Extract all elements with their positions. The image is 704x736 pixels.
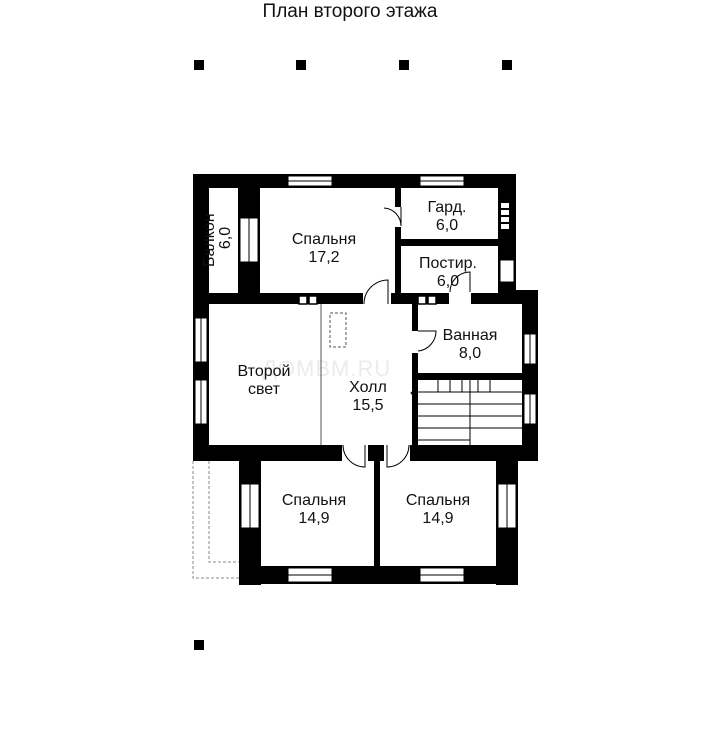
wall bbox=[522, 290, 538, 461]
wardrobe-name: Гард. bbox=[428, 199, 467, 216]
bathroom-name: Ванная bbox=[443, 327, 498, 344]
marker bbox=[502, 60, 512, 70]
hall-area: 15,5 bbox=[352, 397, 383, 414]
stair-arrow bbox=[410, 387, 417, 399]
second-light-name-1: Второй bbox=[238, 363, 291, 380]
window-lines bbox=[200, 180, 531, 576]
second-light-name-2: свет bbox=[248, 381, 281, 398]
marker bbox=[296, 60, 306, 70]
door-swing bbox=[386, 444, 410, 468]
bedroom-left-name: Спальня bbox=[282, 492, 346, 509]
bathroom-area: 8,0 bbox=[459, 345, 481, 362]
duct bbox=[298, 295, 308, 305]
door-gap bbox=[411, 331, 420, 353]
door-swing bbox=[363, 279, 389, 305]
plan-title: План второго этажа bbox=[262, 1, 438, 22]
ducts bbox=[298, 295, 437, 305]
window bbox=[499, 259, 515, 283]
terrace-edge bbox=[192, 461, 239, 579]
wall bbox=[412, 352, 418, 380]
wall bbox=[412, 373, 524, 380]
stairs bbox=[410, 380, 522, 445]
duct bbox=[417, 295, 427, 305]
wall bbox=[388, 293, 500, 304]
door-gap bbox=[342, 444, 368, 462]
shelf-slot bbox=[501, 203, 509, 208]
door-gap bbox=[449, 291, 471, 305]
door-swing bbox=[383, 207, 402, 227]
room-labels: Балкон 6,0 Спальня 17,2 Гард. 6,0 Постир… bbox=[201, 199, 497, 527]
shelf-slot bbox=[501, 217, 509, 222]
door-gap bbox=[384, 444, 410, 462]
watermark: ДОМВМ.RU bbox=[262, 356, 391, 381]
wall bbox=[395, 246, 401, 298]
shelf-slot bbox=[501, 224, 509, 229]
hall-name: Холл bbox=[349, 379, 387, 396]
wall bbox=[369, 445, 385, 457]
door-gap bbox=[363, 292, 391, 306]
wall bbox=[412, 380, 418, 447]
laundry-area: 6,0 bbox=[437, 273, 459, 290]
marker bbox=[399, 60, 409, 70]
marker bbox=[194, 640, 204, 650]
bedroom-left-area: 14,9 bbox=[298, 510, 329, 527]
balcony-label: Балкон 6,0 bbox=[201, 209, 234, 267]
bedroom-right-name: Спальня bbox=[406, 492, 470, 509]
wardrobe-unit bbox=[498, 200, 512, 232]
skylight bbox=[329, 312, 347, 348]
laundry-name: Постир. bbox=[419, 255, 477, 272]
wall bbox=[412, 304, 418, 332]
bedroom-right-area: 14,9 bbox=[422, 510, 453, 527]
doors bbox=[342, 207, 471, 468]
terrace-edge bbox=[208, 461, 239, 563]
bedroom-top-name: Спальня bbox=[292, 231, 356, 248]
door-swing bbox=[449, 271, 471, 293]
bedroom-top-area: 17,2 bbox=[308, 249, 339, 266]
shelf-slot bbox=[501, 210, 509, 215]
interior-walls bbox=[209, 174, 524, 567]
wall bbox=[239, 566, 518, 584]
wardrobe-area: 6,0 bbox=[436, 217, 458, 234]
balcony-name: Балкон bbox=[201, 213, 218, 267]
wall bbox=[209, 293, 369, 304]
wall bbox=[395, 188, 401, 208]
terrace-outline bbox=[192, 461, 239, 579]
grid-markers bbox=[194, 60, 512, 650]
wall bbox=[374, 445, 380, 567]
duct bbox=[427, 295, 437, 305]
balcony-area: 6,0 bbox=[217, 227, 234, 249]
wall bbox=[395, 239, 503, 246]
marker bbox=[194, 60, 204, 70]
second-light-void bbox=[320, 304, 347, 445]
duct bbox=[308, 295, 318, 305]
door-swing bbox=[342, 444, 366, 468]
door-swing bbox=[417, 330, 437, 352]
